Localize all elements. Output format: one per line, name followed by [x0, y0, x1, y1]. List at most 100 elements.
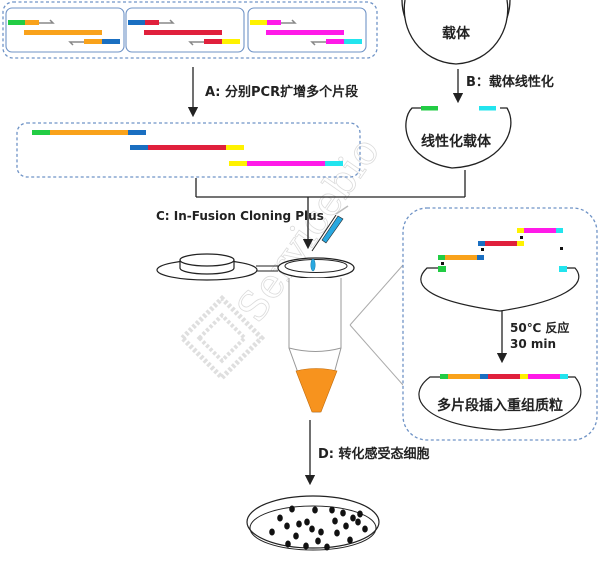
fwd-primer-arrow-icon	[159, 19, 175, 24]
fragment-segment-yellow	[229, 161, 247, 166]
fwd-primer-red	[145, 20, 159, 25]
reaction-temp-label: 50℃ 反应	[510, 320, 569, 335]
reaction-detail-container	[402, 207, 598, 441]
reaction-fragment-segment-yellow	[517, 228, 524, 233]
fragment-segment-blue	[130, 145, 148, 150]
plasmid-segment-blue	[480, 374, 488, 379]
fwd-primer-orange	[25, 20, 39, 25]
pcr-panels	[5, 7, 367, 53]
fragments-container	[16, 122, 361, 178]
fragment-segment-red	[148, 145, 226, 150]
fragment-segment-cyan	[325, 161, 343, 166]
amplified-fragments	[32, 130, 343, 166]
colony	[277, 514, 283, 522]
linearized-vector-shape	[405, 107, 512, 169]
rev-primer-arrow-icon	[310, 41, 326, 46]
colony	[296, 520, 302, 528]
bacterial-colonies	[269, 505, 368, 551]
junction-dot	[520, 236, 523, 239]
fwd-primer-blue	[128, 20, 145, 25]
vector-shape-body	[403, 0, 509, 65]
pipette-tip-icon	[311, 205, 349, 252]
fragment-segment-green	[32, 130, 50, 135]
colony	[293, 532, 299, 540]
plasmid-segment-green	[440, 374, 448, 379]
reaction-fragment-1	[438, 255, 484, 260]
plasmid-segment-magenta	[528, 374, 560, 379]
recombinant-plasmid-shape	[418, 376, 582, 431]
junction-dot	[481, 248, 484, 251]
rev-primer-magenta	[326, 39, 344, 44]
reaction-fragment-segment-blue	[477, 255, 484, 260]
template-orange	[24, 30, 102, 35]
watermark: Servicebio	[178, 129, 389, 382]
colony	[289, 505, 295, 513]
pcr-panel-2	[125, 7, 245, 53]
reaction-fragment-segment-magenta	[524, 228, 556, 233]
reaction-time-label: 30 min	[510, 337, 556, 351]
pcr-panel-3	[247, 7, 367, 53]
fwd-primer-magenta	[267, 20, 281, 25]
fwd-primer-green	[8, 20, 25, 25]
junction-dot	[560, 247, 563, 250]
reaction-before-assembly	[420, 267, 580, 312]
plasmid-segment-cyan	[560, 374, 568, 379]
colony	[343, 522, 349, 530]
fwd-primer-yellow	[250, 20, 267, 25]
microcentrifuge-tube-icon	[156, 253, 355, 413]
fragment-segment-magenta	[247, 161, 325, 166]
rev-primer-orange	[84, 39, 102, 44]
colony	[303, 542, 309, 550]
fragment-2	[130, 145, 244, 150]
template-magenta	[266, 30, 344, 35]
fragment-segment-yellow	[226, 145, 244, 150]
pcr-panels-container	[2, 1, 378, 59]
fragment-3	[229, 161, 343, 166]
rev-primer-blue	[102, 39, 120, 44]
colony	[312, 506, 318, 514]
reaction-fragment-segment-green	[438, 255, 445, 260]
merge-connector	[195, 170, 466, 198]
reaction-fragment-segment-cyan	[556, 228, 563, 233]
fwd-primer-arrow-icon	[281, 19, 297, 24]
recombinant-plasmid-label: 多片段插入重组质粒	[437, 397, 563, 414]
rev-primer-arrow-icon	[68, 41, 84, 46]
rev-primer-cyan	[344, 39, 362, 44]
colony	[285, 540, 291, 548]
colony	[334, 529, 340, 537]
fragment-segment-blue	[128, 130, 146, 135]
step-a-label: A: 分别PCR扩增多个片段	[205, 84, 358, 100]
colony	[355, 518, 361, 526]
fragment-1	[32, 130, 146, 135]
colony	[318, 528, 324, 536]
colony	[347, 536, 353, 544]
step-b-label: B：载体线性化	[466, 74, 554, 90]
fragment-segment-orange	[50, 130, 128, 135]
fwd-primer-arrow-icon	[39, 19, 55, 24]
reaction-fragment-2	[478, 241, 524, 246]
petri-dish-icon	[246, 495, 380, 551]
reaction-fragment-segment-blue	[478, 241, 485, 246]
colony	[332, 517, 338, 525]
colony	[324, 543, 330, 551]
rev-primer-arrow-icon	[188, 41, 204, 46]
rev-primer-red	[204, 39, 222, 44]
plasmid-segment-orange	[448, 374, 480, 379]
template-red	[144, 30, 222, 35]
colony	[284, 522, 290, 530]
colony	[362, 525, 368, 533]
plasmid-segment-red	[488, 374, 520, 379]
reaction-fragment-segment-orange	[445, 255, 477, 260]
colony	[357, 510, 363, 518]
step-d-label: D: 转化感受态细胞	[318, 446, 430, 462]
reaction-fragment-segment-yellow	[517, 241, 524, 246]
plasmid-segment-yellow	[520, 374, 528, 379]
reaction-fragments	[438, 228, 567, 272]
pcr-panel-1	[5, 7, 125, 53]
colony	[315, 537, 321, 545]
colony	[329, 506, 335, 514]
vector-end-cyan	[479, 106, 496, 111]
linearized-vector-label: 线性化载体	[421, 133, 492, 150]
junction-dot	[441, 262, 444, 265]
